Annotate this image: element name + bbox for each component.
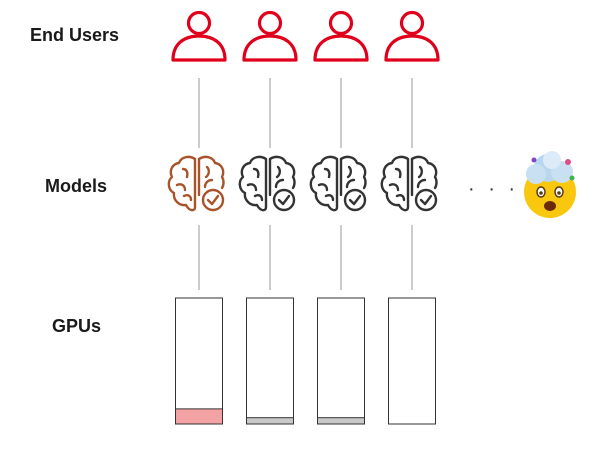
user-icon (242, 10, 298, 62)
gpus-label: GPUs (52, 316, 102, 336)
end-users-label: End Users (30, 25, 120, 45)
gpu-usage-fill (175, 408, 223, 425)
gpu-box (388, 297, 436, 425)
exploding-head-emoji-icon (524, 151, 576, 218)
ellipsis: · · · · (468, 178, 540, 200)
brain-check-icon (309, 155, 367, 212)
brain-check-icon (167, 155, 225, 212)
brain-check-icon (238, 155, 296, 212)
gpu-usage-fill (317, 417, 365, 425)
user-icon (313, 10, 369, 62)
models-label: Models (45, 176, 108, 196)
gpu-box (317, 297, 365, 425)
gpu-box (246, 297, 294, 425)
gpu-box (175, 297, 223, 425)
brain-check-icon (380, 155, 438, 212)
user-icon (384, 10, 440, 62)
user-icon (171, 10, 227, 62)
gpu-usage-fill (246, 417, 294, 425)
